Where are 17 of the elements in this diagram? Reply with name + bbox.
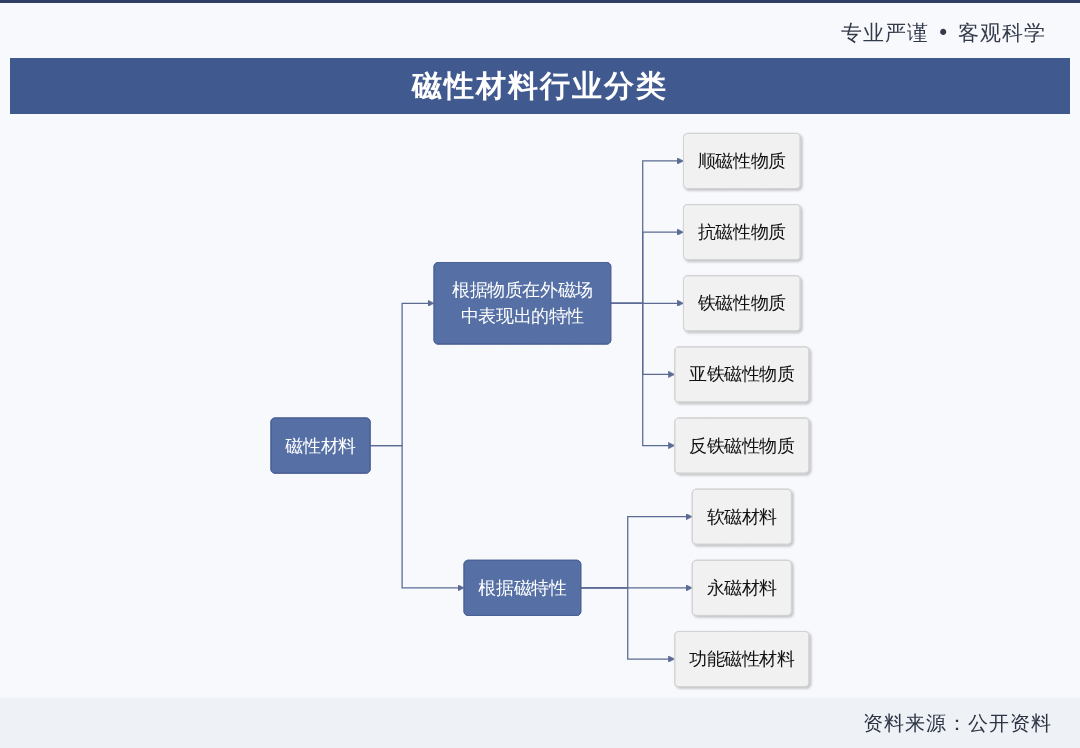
item-box: 顺磁性物质	[683, 133, 801, 189]
item-box: 铁磁性物质	[683, 275, 801, 332]
item-box: 反铁磁性物质	[674, 417, 810, 474]
item-box: 亚铁磁性物质	[674, 346, 810, 403]
arrow	[580, 587, 675, 663]
arrow	[369, 444, 465, 592]
tagline-text: 专业严谨 • 客观科学	[841, 20, 1046, 47]
item-box: 抗磁性物质	[683, 204, 801, 261]
source-note: 资料来源：公开资料	[863, 709, 1052, 737]
item-box: 软磁材料	[691, 488, 792, 545]
title-banner: 磁性材料行业分类	[10, 58, 1070, 114]
category-box: 磁性材料	[270, 417, 371, 474]
category-box: 根据物质在外磁场中表现出的特性	[433, 262, 612, 345]
arrow	[610, 302, 675, 450]
category-box: 根据磁特性	[463, 559, 582, 616]
item-box: 功能磁性材料	[674, 631, 810, 687]
item-box: 永磁材料	[691, 559, 792, 616]
